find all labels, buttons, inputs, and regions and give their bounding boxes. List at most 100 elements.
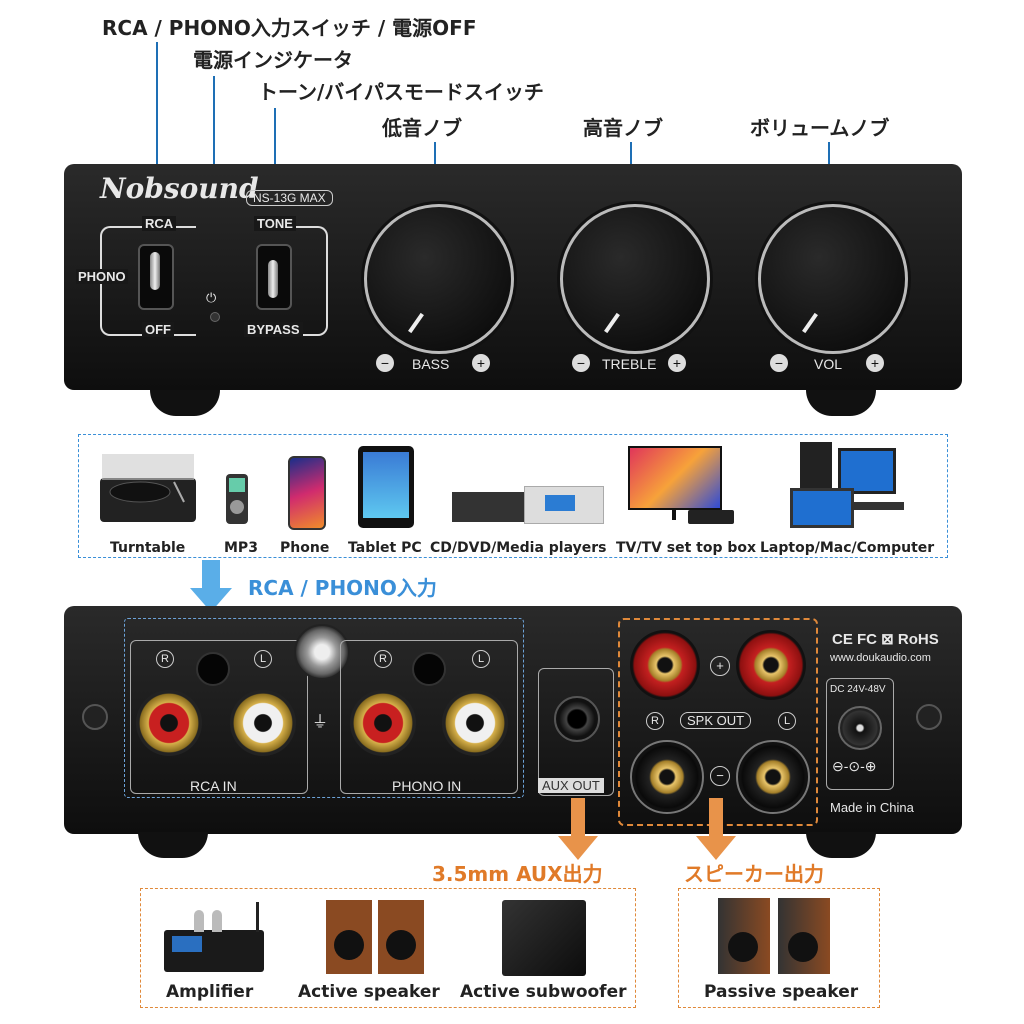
tone-toggle-switch[interactable]: [256, 244, 292, 310]
source-label-computer: Laptop/Mac/Computer: [760, 540, 935, 556]
rca-in-group: [130, 640, 308, 794]
mp3-image: [226, 474, 248, 524]
passive-speaker-image: [718, 898, 832, 976]
input-toggle-switch[interactable]: [138, 244, 174, 310]
aux-out-group: [538, 668, 614, 796]
switch-label-bypass: BYPASS: [244, 322, 303, 337]
spk-l-plus-terminal[interactable]: [736, 630, 806, 700]
switch-label-off: OFF: [142, 322, 174, 337]
treble-knob[interactable]: [560, 204, 710, 354]
source-label-phone: Phone: [280, 540, 330, 556]
website-url: www.doukaudio.com: [830, 652, 931, 664]
volume-knob[interactable]: [758, 204, 908, 354]
active-speaker-image: [326, 900, 426, 976]
source-devices-box: [78, 434, 948, 558]
phono-in-label: PHONO IN: [392, 778, 462, 794]
phono-in-group: [340, 640, 518, 794]
ground-icon: ⏚: [312, 714, 329, 731]
tablet-image: [358, 446, 414, 528]
output-label-active-speaker: Active speaker: [298, 982, 440, 1002]
switch-label-tone: TONE: [254, 216, 296, 231]
rca-r-jack[interactable]: [136, 690, 202, 756]
back-foot-right: [806, 832, 876, 858]
bass-label: BASS: [412, 356, 450, 372]
ground-terminal[interactable]: [294, 624, 350, 680]
subwoofer-image: [502, 900, 586, 976]
spk-plus-marker: +: [710, 656, 730, 676]
leader-line-input-switch: [156, 42, 158, 188]
rca-l-jack[interactable]: [230, 690, 296, 756]
callout-power-indicator: 電源インジケータ: [193, 48, 353, 72]
aux-arrow-icon: [556, 798, 600, 860]
dc-label: DC 24V-48V: [830, 684, 886, 695]
cert-marks: CE FC ⊠ RoHS: [832, 631, 939, 648]
computer-image: [788, 442, 908, 530]
source-label-turntable: Turntable: [110, 540, 186, 556]
phono-l-jack[interactable]: [442, 690, 508, 756]
output-label-amplifier: Amplifier: [166, 982, 254, 1002]
leader-line-vol: [828, 142, 830, 180]
spk-r-minus-terminal[interactable]: [630, 740, 704, 814]
callout-volume-knob: ボリュームノブ: [750, 116, 890, 140]
output-label-passive-speaker: Passive speaker: [704, 982, 859, 1002]
source-label-tablet: Tablet PC: [348, 540, 422, 556]
spk-out-label: SPK OUT: [680, 712, 752, 729]
leader-line-bass: [434, 142, 436, 180]
bass-minus-icon: −: [376, 354, 394, 372]
dc-polarity-icon: ⊖-⊙-⊕: [832, 758, 877, 774]
bass-knob[interactable]: [364, 204, 514, 354]
rca-l-marker: L: [254, 650, 272, 668]
front-foot-left: [150, 390, 220, 416]
callout-aux-output: 3.5mm AUX出力: [432, 862, 603, 886]
volume-knob-group: − VOL +: [750, 194, 910, 374]
spk-l-minus-terminal[interactable]: [736, 740, 810, 814]
rca-in-label: RCA IN: [190, 778, 237, 794]
active-output-box: [140, 888, 636, 1008]
brand-logo: Nobsound: [100, 172, 259, 205]
model-badge: NS-13G MAX: [246, 190, 333, 206]
power-led: [210, 312, 220, 322]
switch-label-rca: RCA: [142, 216, 177, 231]
vol-minus-icon: −: [770, 354, 788, 372]
treble-minus-icon: −: [572, 354, 590, 372]
rca-hex-hole: [196, 652, 230, 686]
phone-image: [288, 456, 326, 530]
callout-bass-knob: 低音ノブ: [382, 116, 462, 140]
dc-power-jack[interactable]: [838, 706, 882, 750]
callout-rca-input: RCA / PHONO入力: [248, 576, 437, 600]
vol-label: VOL: [814, 356, 843, 372]
callout-tone-switch: トーン/バイパスモードスイッチ: [258, 80, 544, 104]
screw-right: [916, 704, 942, 730]
callout-input-switch: RCA / PHONO入力スイッチ / 電源OFF: [102, 16, 477, 40]
turntable-image: [96, 452, 200, 526]
spk-r-plus-terminal[interactable]: [630, 630, 700, 700]
bass-knob-group: − BASS +: [356, 194, 516, 374]
cd-player-image: [452, 486, 604, 524]
source-label-mp3: MP3: [224, 540, 258, 556]
spk-l-marker: L: [778, 712, 796, 730]
source-label-tv: TV/TV set top box: [616, 540, 757, 556]
leader-line-treble: [630, 142, 632, 180]
phono-r-marker: R: [374, 650, 392, 668]
vol-plus-icon: +: [866, 354, 884, 372]
output-label-subwoofer: Active subwoofer: [460, 982, 627, 1002]
speaker-arrow-icon: [694, 798, 738, 860]
aux-out-jack[interactable]: [554, 696, 600, 742]
tv-image: [628, 446, 736, 530]
back-foot-left: [138, 832, 208, 858]
leader-line-tone: [274, 108, 276, 186]
source-label-cd-dvd: CD/DVD/Media players: [430, 540, 607, 556]
switch-label-phono: PHONO: [76, 269, 128, 284]
aux-out-label: AUX OUT: [538, 778, 604, 793]
front-foot-right: [806, 390, 876, 416]
dc-section: [826, 678, 894, 790]
input-arrow-icon: [186, 560, 236, 612]
treble-label: TREBLE: [602, 356, 657, 372]
callout-speaker-output: スピーカー出力: [684, 862, 824, 886]
phono-l-marker: L: [472, 650, 490, 668]
rca-r-marker: R: [156, 650, 174, 668]
amplifier-image: [164, 902, 268, 974]
passive-output-box: [678, 888, 880, 1008]
spk-r-marker: R: [646, 712, 664, 730]
phono-r-jack[interactable]: [350, 690, 416, 756]
